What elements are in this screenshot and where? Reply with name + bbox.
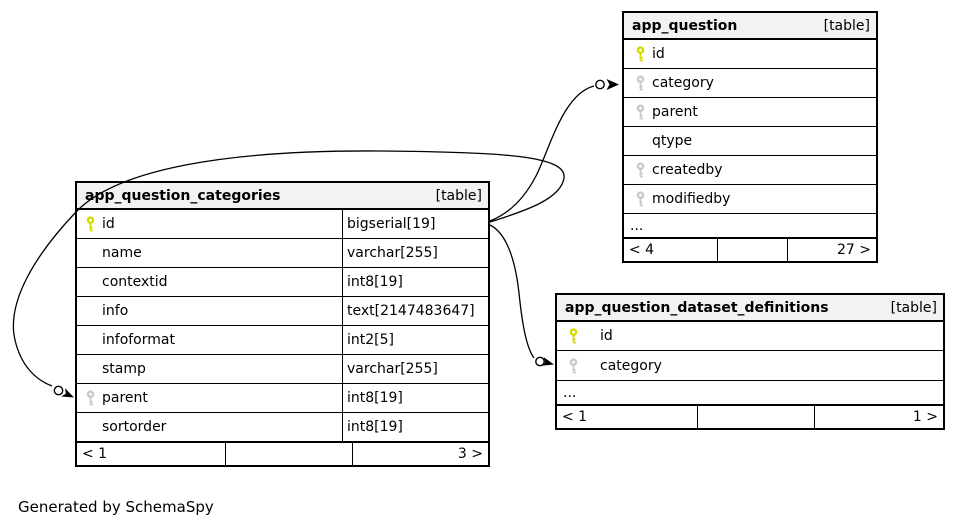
ellipsis-label: ... (630, 217, 644, 234)
column-name: createdby (652, 162, 723, 178)
table-tag: [table] (890, 299, 937, 316)
foreign-key-icon (86, 390, 95, 406)
edge-categories-id-to-dataset-category (489, 224, 535, 359)
column-name: id (652, 46, 665, 62)
footer-middle-cell (697, 406, 815, 428)
table-header: app_question_dataset_definitions [table] (557, 295, 943, 322)
hidden-columns-row: ... (557, 380, 943, 404)
column-row-infoformat: infoformat int2[5] (77, 325, 488, 354)
footer-children-count: < 1 (562, 409, 588, 425)
table-name[interactable]: app_question_categories (85, 187, 281, 204)
column-type: varchar[255] (342, 239, 488, 267)
column-row-id: id bigserial[19] (77, 210, 488, 238)
foreign-key-icon (636, 104, 645, 120)
column-row-parent: parent int8[19] (77, 383, 488, 412)
footer-middle-cell (225, 443, 353, 465)
column-row-sortorder: sortorder int8[19] (77, 412, 488, 441)
table-app-question-dataset-definitions: app_question_dataset_definitions [table]… (555, 293, 945, 430)
table-footer: < 1 1 > (557, 404, 943, 428)
column-row-contextid: contextid int8[19] (77, 267, 488, 296)
zero-many-circle-categories-parent (53, 385, 64, 396)
column-name: parent (102, 390, 148, 406)
footer-parents-count: 3 > (457, 446, 483, 462)
primary-key-icon (636, 46, 645, 62)
primary-key-icon (86, 216, 95, 232)
ellipsis-label: ... (563, 384, 577, 401)
column-row-qtype: qtype (624, 126, 876, 155)
table-tag: [table] (435, 187, 482, 204)
column-row-info: info text[2147483647] (77, 296, 488, 325)
column-type: int8[19] (342, 413, 488, 441)
column-row-category: category (624, 68, 876, 97)
column-row-category: category (557, 350, 943, 380)
column-row-id: id (557, 322, 943, 350)
foreign-key-icon (636, 162, 645, 178)
column-type: int8[19] (342, 268, 488, 296)
table-app-question: app_question [table] id category parent … (622, 11, 878, 263)
table-tag: [table] (823, 17, 870, 34)
table-name[interactable]: app_question (632, 17, 738, 34)
column-row-id: id (624, 40, 876, 68)
column-row-modifiedby: modifiedby (624, 184, 876, 213)
column-name: infoformat (102, 332, 175, 348)
column-row-name: name varchar[255] (77, 238, 488, 267)
column-row-stamp: stamp varchar[255] (77, 354, 488, 383)
table-name[interactable]: app_question_dataset_definitions (565, 299, 829, 316)
table-footer: < 1 3 > (77, 441, 488, 465)
footer-middle-cell (717, 239, 788, 261)
column-type: int2[5] (342, 326, 488, 354)
column-name: id (600, 328, 613, 344)
foreign-key-icon (636, 191, 645, 207)
column-name: sortorder (102, 419, 167, 435)
table-header: app_question [table] (624, 13, 876, 40)
column-name: info (102, 303, 129, 319)
column-name: name (102, 245, 142, 261)
arrowhead-question-category (606, 79, 619, 90)
column-name: stamp (102, 361, 146, 377)
footer-children-count: < 4 (629, 242, 655, 258)
edge-categories-id-to-question-category (489, 85, 595, 222)
table-header: app_question_categories [table] (77, 183, 488, 210)
column-name: id (102, 216, 115, 232)
footer-children-count: < 1 (82, 446, 108, 462)
footer-parents-count: 27 > (837, 242, 871, 258)
column-name: category (652, 75, 714, 91)
column-type: varchar[255] (342, 355, 488, 383)
hidden-columns-row: ... (624, 213, 876, 237)
footer-parents-count: 1 > (912, 409, 938, 425)
primary-key-icon (569, 328, 578, 344)
column-type: int8[19] (342, 384, 488, 412)
table-footer: < 4 27 > (624, 237, 876, 261)
column-name: category (600, 357, 662, 374)
generated-by-note: Generated by SchemaSpy (18, 498, 214, 516)
foreign-key-icon (636, 75, 645, 91)
zero-many-circle-dataset-category (535, 356, 545, 367)
column-type: bigserial[19] (342, 210, 488, 238)
table-app-question-categories: app_question_categories [table] id bigse… (75, 181, 490, 467)
column-name: qtype (652, 133, 693, 149)
column-name: parent (652, 104, 698, 120)
zero-many-circle-question-category (595, 79, 605, 90)
arrowhead-categories-parent (61, 388, 74, 398)
foreign-key-icon (569, 357, 578, 374)
arrowhead-dataset-category (541, 357, 554, 366)
column-row-parent: parent (624, 97, 876, 126)
column-name: contextid (102, 274, 168, 290)
column-type: text[2147483647] (342, 297, 488, 325)
column-name: modifiedby (652, 191, 731, 207)
column-row-createdby: createdby (624, 155, 876, 184)
